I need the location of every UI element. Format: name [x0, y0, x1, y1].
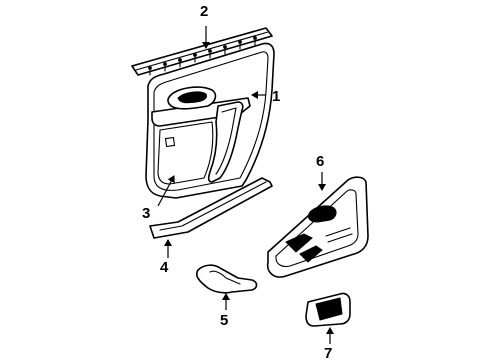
callout-4: 4: [160, 259, 169, 276]
callout-6: 6: [316, 153, 324, 170]
leader-lines: [157, 26, 334, 344]
armrest-bezel: [266, 176, 369, 278]
door-trim-panel: [145, 42, 275, 199]
callout-3: 3: [142, 205, 150, 222]
callout-5: 5: [220, 312, 228, 329]
callout-2: 2: [200, 3, 208, 20]
callout-1: 1: [272, 88, 280, 105]
switch-cover: [305, 292, 351, 327]
callout-7: 7: [324, 345, 332, 360]
lower-molding-strip: [149, 177, 273, 239]
upper-trim-molding: [131, 27, 273, 76]
pull-handle: [195, 264, 258, 294]
